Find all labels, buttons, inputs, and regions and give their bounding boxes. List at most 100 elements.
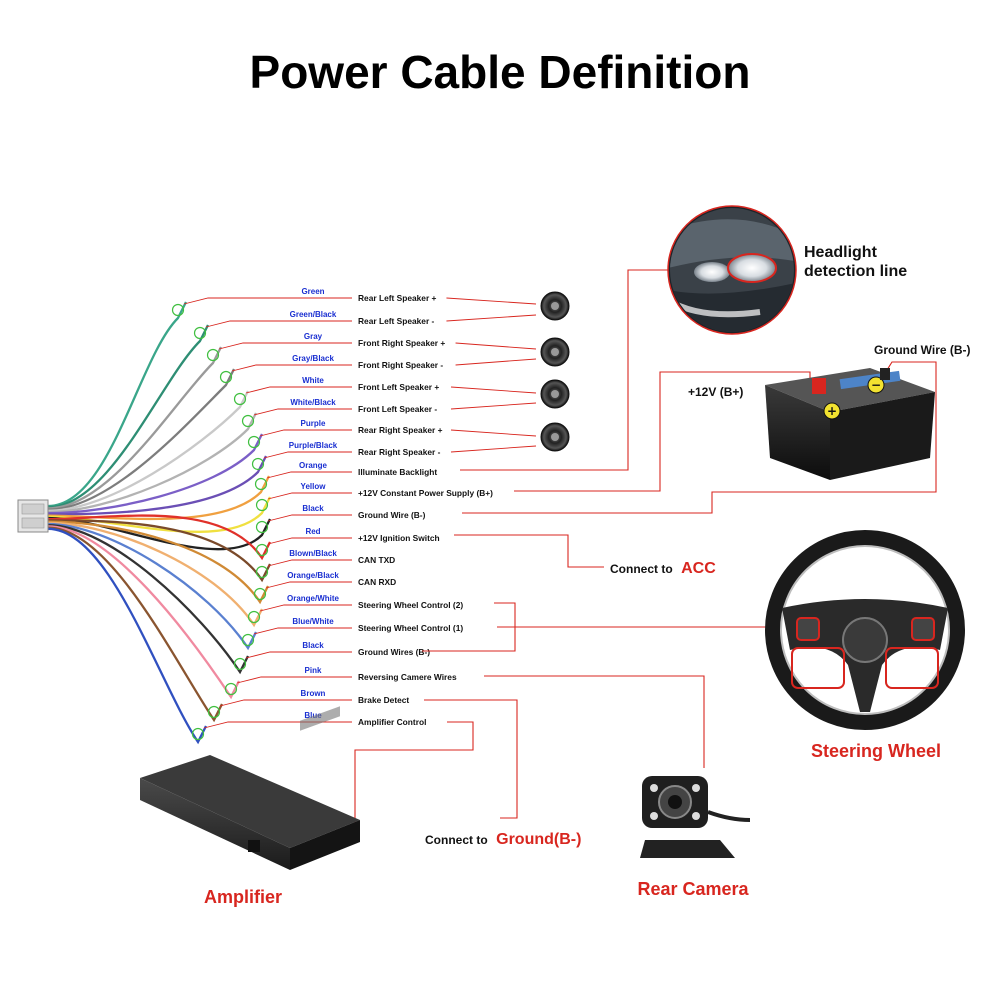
wire-marker-13	[253, 587, 267, 601]
wire-marker-9	[255, 498, 269, 512]
speakers	[446, 291, 570, 453]
wire-11	[47, 514, 272, 561]
wire-function-label-8: Illuminate Backlight	[358, 467, 437, 477]
wire-marker-0	[171, 303, 185, 317]
wire-marker-19	[191, 727, 205, 741]
speaker-lead-0	[446, 297, 537, 305]
wire-function-label-7: Rear Right Speaker -	[358, 447, 441, 457]
wire-marker-12	[255, 565, 269, 579]
ground-text: Ground(B-)	[496, 831, 581, 848]
wire-color-label-14: Orange/White	[287, 594, 340, 603]
wire-color-label-5: White/Black	[290, 398, 336, 407]
speaker-lead-1	[446, 314, 537, 322]
wire-lead-11	[267, 537, 352, 545]
wire-color-label-12: Blown/Black	[289, 549, 337, 558]
wire-color-label-7: Purple/Black	[289, 441, 338, 450]
wire-marker-11	[255, 543, 269, 557]
wire-function-label-14: Steering Wheel Control (2)	[358, 600, 463, 610]
wire-lead-3	[231, 364, 352, 372]
wire-19	[47, 527, 208, 745]
amplifier-label: Amplifier	[204, 887, 282, 907]
wire-1	[47, 324, 210, 509]
harness-connector	[17, 499, 49, 533]
page-title: Power Cable Definition	[250, 46, 751, 98]
wire-function-label-15: Steering Wheel Control (1)	[358, 623, 463, 633]
wire-color-label-17: Pink	[305, 666, 322, 675]
wire-lead-10	[267, 514, 352, 522]
wire-marker-16	[233, 657, 247, 671]
connection-lines	[336, 269, 937, 831]
wire-lead-6	[259, 429, 352, 437]
speaker-icon-3	[540, 422, 570, 452]
wire-15	[47, 522, 258, 651]
speaker-lead-3	[455, 358, 537, 366]
wire-function-label-11: +12V Ignition Switch	[358, 533, 440, 543]
rear-camera-label: Rear Camera	[637, 879, 749, 899]
wire-function-label-9: +12V Constant Power Supply (B+)	[358, 488, 493, 498]
ground-prefix: Connect to	[425, 833, 488, 847]
wire-marker-14	[247, 610, 261, 624]
wire-14	[47, 521, 264, 628]
wire-marker-4	[233, 392, 247, 406]
wire-function-label-0: Rear Left Speaker +	[358, 293, 437, 303]
wire-color-label-18: Brown	[301, 689, 326, 698]
wire-lead-15	[253, 627, 352, 635]
svg-text:+: +	[827, 404, 837, 418]
wire-18	[47, 526, 224, 723]
wire-lead-7	[263, 451, 352, 459]
wire-lead-9	[267, 492, 352, 500]
wire-function-label-13: CAN RXD	[358, 577, 396, 587]
acc-label: Connect to ACC	[610, 560, 716, 577]
wire-marker-5	[241, 414, 255, 428]
wire-marker-10	[255, 520, 269, 534]
wire-lead-12	[267, 559, 352, 567]
wire-2	[47, 346, 223, 510]
wire-function-label-1: Rear Left Speaker -	[358, 316, 435, 326]
speaker-lead-4	[450, 386, 537, 394]
wire-function-label-19: Amplifier Control	[358, 717, 426, 727]
battery-ground-label: Ground Wire (B-)	[874, 343, 971, 357]
wire-function-label-16: Ground Wires (B-)	[358, 647, 430, 657]
steering-wheel-label: Steering Wheel	[811, 741, 941, 761]
wire-color-label-15: Blue/White	[292, 617, 334, 626]
headlight-label-line2: detection line	[804, 263, 907, 280]
wire-color-label-6: Purple	[301, 419, 326, 428]
wire-function-label-17: Reversing Camere Wires	[358, 672, 457, 682]
wire-color-label-4: White	[302, 376, 324, 385]
wire-lead-4	[245, 386, 352, 394]
wire-color-label-3: Gray/Black	[292, 354, 334, 363]
speaker-icon-0	[540, 291, 570, 321]
wire-lead-17	[236, 676, 352, 684]
wire-color-label-2: Gray	[304, 332, 323, 341]
wire-color-label-11: Red	[305, 527, 320, 536]
headlight-image	[667, 205, 797, 335]
amplifier-image	[140, 706, 360, 870]
wire-function-label-6: Rear Right Speaker +	[358, 425, 443, 435]
battery-image: + −	[765, 368, 935, 480]
wire-color-label-0: Green	[301, 287, 324, 296]
wire-function-label-18: Brake Detect	[358, 695, 409, 705]
wire-marker-2	[206, 348, 220, 362]
wire-5	[47, 412, 258, 514]
wire-lead-16	[245, 651, 352, 659]
wire-lead-13	[265, 581, 352, 589]
speaker-icon-1	[540, 337, 570, 367]
speaker-lead-6	[450, 429, 537, 437]
wire-lead-19	[203, 721, 352, 729]
wire-lead-1	[205, 320, 352, 328]
speaker-lead-2	[455, 342, 537, 350]
wire-function-label-3: Front Right Speaker -	[358, 360, 443, 370]
wire-lead-2	[218, 342, 352, 350]
wire-8	[47, 475, 271, 521]
acc-text: ACC	[681, 560, 716, 577]
wire-13	[47, 520, 270, 605]
wire-color-label-8: Orange	[299, 461, 328, 470]
wire-marker-17	[224, 682, 238, 696]
speaker-lead-5	[450, 402, 537, 410]
wire-marker-7	[251, 457, 265, 471]
wire-4	[47, 390, 250, 512]
svg-text:−: −	[871, 378, 881, 392]
speaker-lead-7	[450, 445, 537, 453]
